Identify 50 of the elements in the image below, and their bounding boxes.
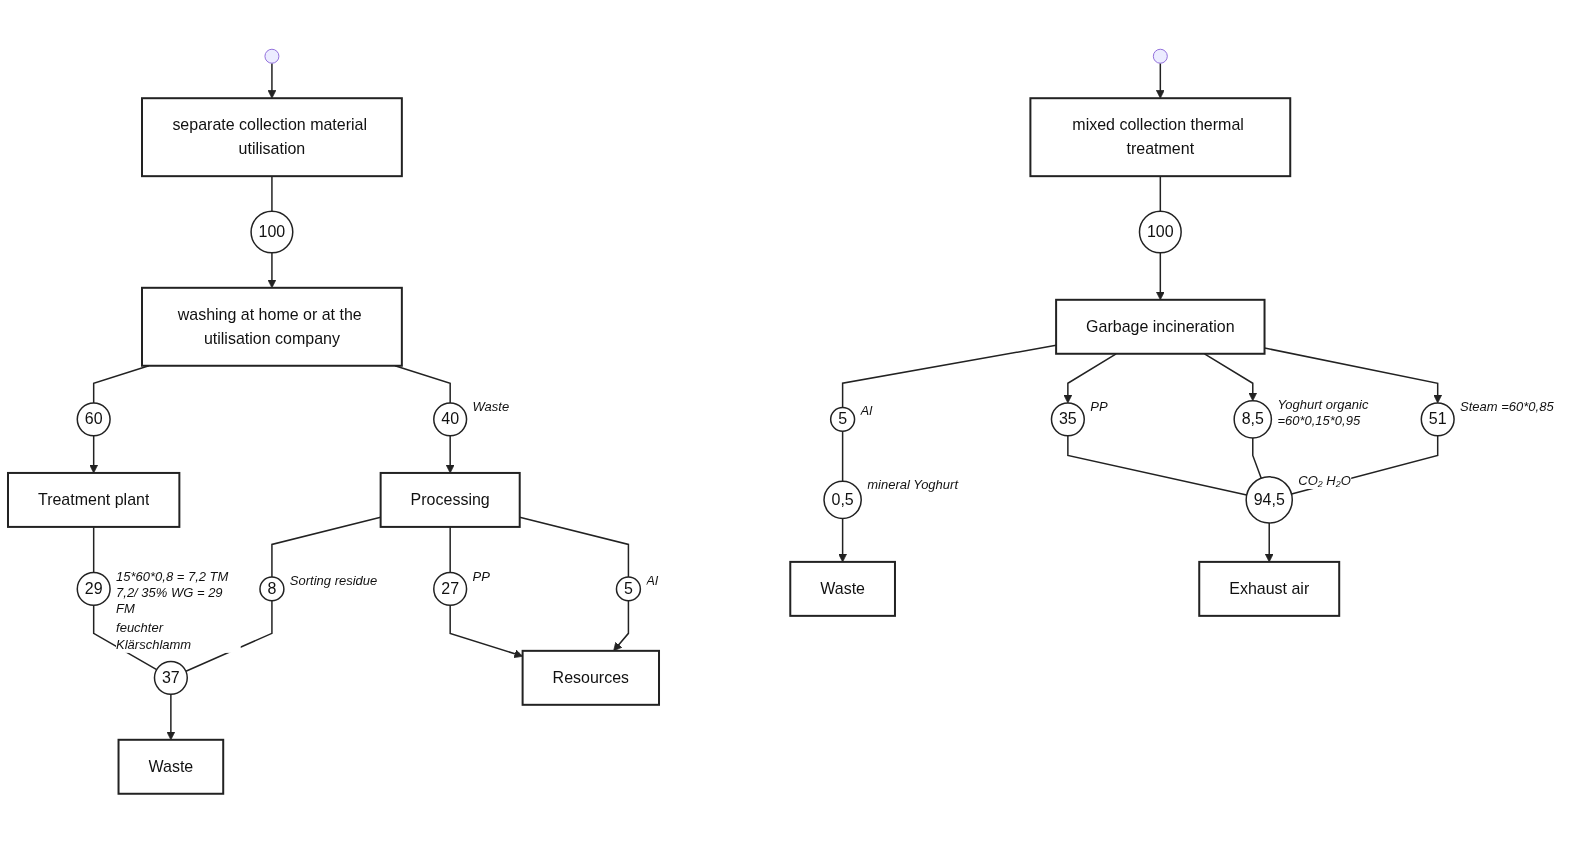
node-circle: 35	[1050, 402, 1085, 437]
node-circle: 29	[76, 571, 111, 606]
node-circle: 51	[1420, 402, 1455, 437]
node-circle: 100	[1138, 210, 1182, 254]
connector	[92, 526, 95, 574]
node-box: separate collection material utilisation	[141, 97, 403, 178]
node-box: Resources	[521, 649, 660, 706]
arrow	[89, 435, 99, 474]
node-circle: 100	[250, 210, 294, 254]
connector	[1159, 175, 1162, 212]
node-box: Exhaust air	[1198, 560, 1341, 617]
node-circle: 37	[153, 660, 188, 695]
arrow	[449, 604, 523, 659]
node-circle: 94,5	[1245, 476, 1294, 524]
node-circle: 0,5	[823, 480, 862, 520]
node-box: Garbage incineration	[1055, 298, 1266, 355]
node-circle: 8,5	[1233, 400, 1273, 439]
connector	[92, 604, 158, 671]
connector	[185, 600, 273, 672]
node-box: Waste	[789, 560, 896, 617]
connector	[449, 526, 451, 574]
arrow	[613, 600, 630, 652]
node-circle: 40	[433, 402, 468, 437]
node-box: Processing	[379, 471, 521, 528]
connector	[271, 175, 273, 212]
arrow	[1063, 353, 1117, 404]
arrow	[445, 435, 455, 474]
connector	[841, 344, 1057, 409]
arrow	[1155, 252, 1165, 301]
node-circle: 27	[433, 571, 468, 606]
annotation-text: mineral Yoghurt	[867, 477, 958, 494]
connector	[1252, 437, 1262, 480]
connector	[841, 430, 844, 483]
arrow	[267, 252, 277, 289]
node-circle: 5	[615, 576, 642, 602]
arrow	[1155, 62, 1165, 99]
node-box: Waste	[117, 738, 225, 795]
annotation-text: feuchter Klärschlamm	[116, 620, 241, 653]
node-box: Treatment plant	[7, 471, 181, 528]
node-circle: 5	[829, 406, 856, 433]
arrow	[166, 693, 176, 741]
node-box: washing at home or at the utilisation company	[141, 286, 403, 367]
node-box: mixed collection thermal treatment	[1029, 97, 1292, 178]
arrow	[1264, 522, 1274, 563]
arrow	[838, 517, 847, 563]
arrow	[1203, 353, 1258, 402]
connector	[1067, 435, 1248, 496]
node-circle: 8	[259, 576, 285, 602]
node-circle: 60	[76, 402, 111, 437]
arrow	[267, 62, 277, 99]
